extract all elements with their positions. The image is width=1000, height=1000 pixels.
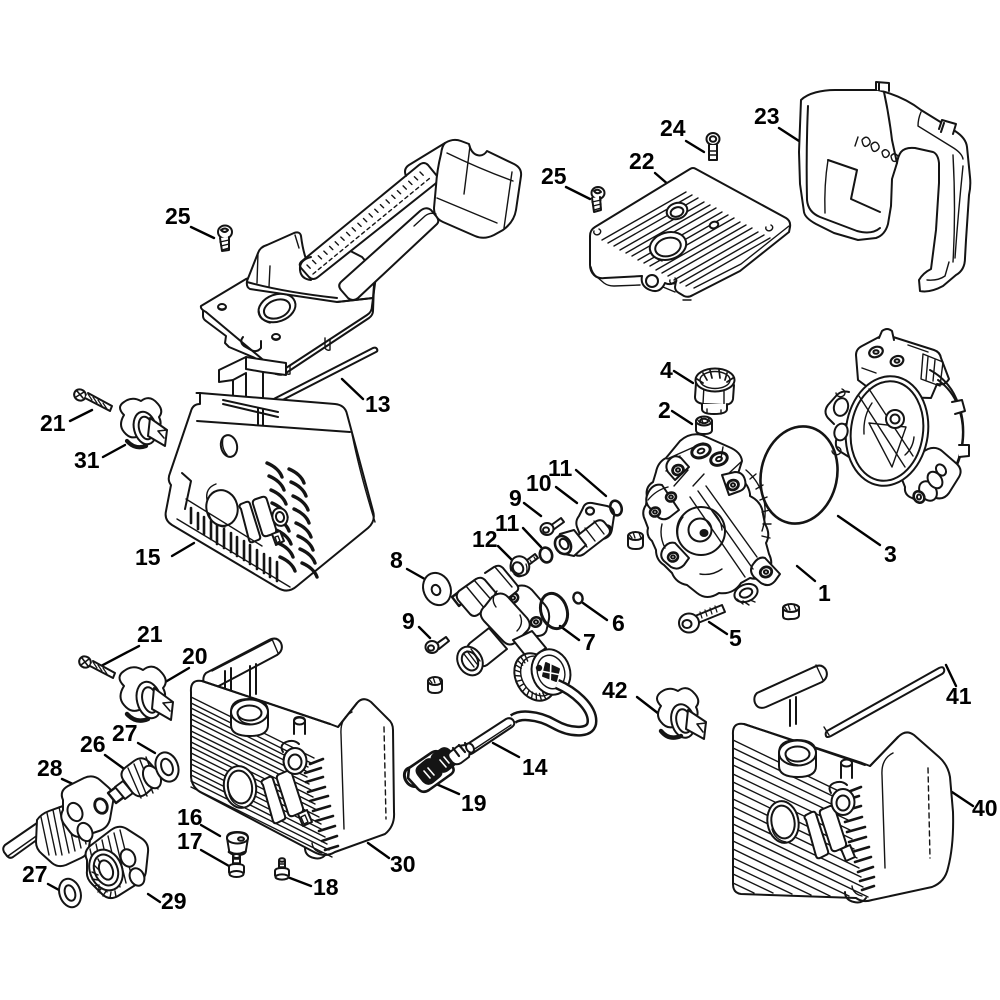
svg-text:14: 14	[522, 754, 548, 780]
svg-text:21: 21	[137, 621, 163, 647]
svg-text:30: 30	[390, 851, 416, 877]
svg-text:11: 11	[495, 510, 520, 536]
svg-text:11: 11	[548, 455, 573, 481]
svg-text:41: 41	[946, 683, 972, 709]
svg-text:9: 9	[402, 608, 415, 634]
svg-text:17: 17	[177, 828, 203, 854]
svg-text:1: 1	[818, 580, 831, 606]
svg-text:40: 40	[972, 795, 998, 821]
svg-text:26: 26	[80, 731, 106, 757]
svg-text:9: 9	[509, 485, 522, 511]
svg-text:8: 8	[390, 547, 403, 573]
svg-text:27: 27	[22, 861, 48, 887]
svg-text:15: 15	[135, 544, 161, 570]
svg-text:3: 3	[884, 541, 897, 567]
svg-text:29: 29	[161, 888, 187, 914]
svg-text:25: 25	[541, 163, 567, 189]
svg-text:42: 42	[602, 677, 628, 703]
svg-text:25: 25	[165, 203, 191, 229]
svg-text:28: 28	[37, 755, 63, 781]
svg-text:10: 10	[526, 470, 552, 496]
svg-text:16: 16	[177, 804, 203, 830]
svg-text:27: 27	[112, 720, 138, 746]
svg-text:6: 6	[612, 610, 625, 636]
svg-text:23: 23	[754, 103, 780, 129]
svg-text:5: 5	[729, 625, 742, 651]
svg-text:2: 2	[658, 397, 671, 423]
svg-text:31: 31	[74, 447, 100, 473]
svg-text:21: 21	[40, 410, 66, 436]
svg-text:4: 4	[660, 357, 673, 383]
svg-text:20: 20	[182, 643, 208, 669]
svg-text:13: 13	[365, 391, 391, 417]
svg-text:24: 24	[660, 115, 686, 141]
svg-text:7: 7	[583, 629, 596, 655]
svg-text:18: 18	[313, 874, 339, 900]
svg-text:22: 22	[629, 148, 655, 174]
svg-text:12: 12	[472, 526, 498, 552]
svg-text:19: 19	[461, 790, 487, 816]
